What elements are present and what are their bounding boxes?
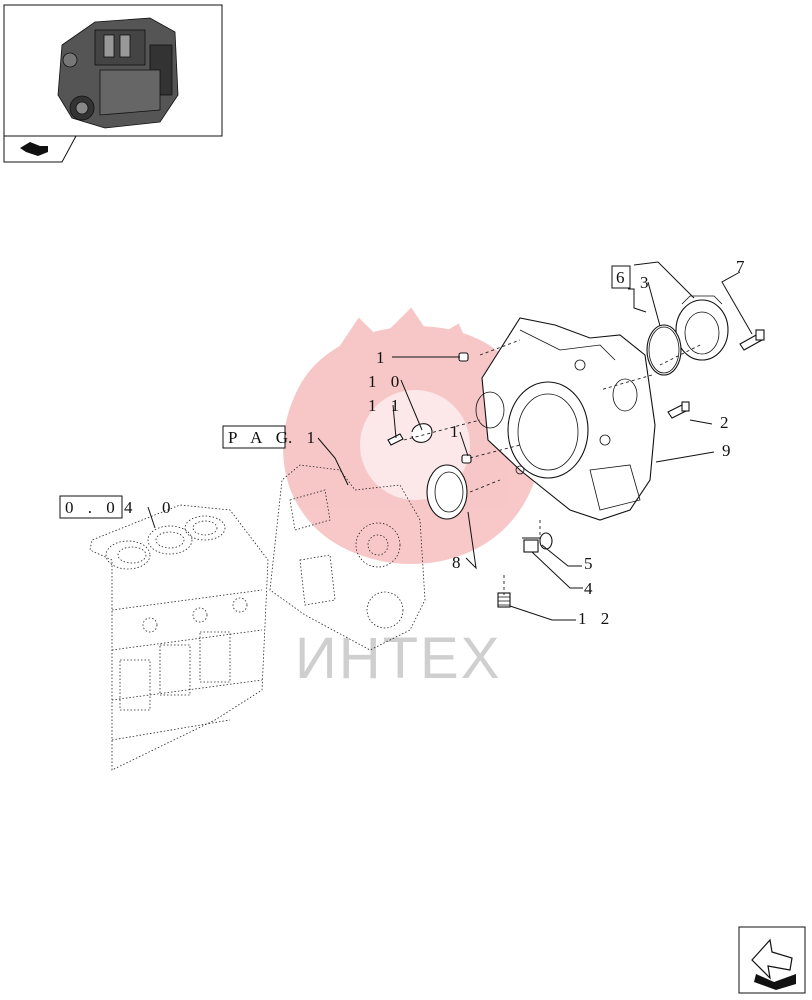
reference-box-00[interactable]: 0 . 0 xyxy=(59,495,123,519)
callout-0: 0 xyxy=(162,498,176,517)
gear-housing-outline xyxy=(269,464,426,651)
reference-box-00-label: 0 . 0 xyxy=(65,498,120,517)
callout-4: 4 xyxy=(584,579,598,598)
callout-3: 3 xyxy=(640,273,654,292)
callout-12: 1 2 xyxy=(578,609,614,628)
callout-9: 9 xyxy=(722,441,736,460)
flywheel-housing-part-9[interactable] xyxy=(475,317,656,521)
dowel-part-1-mid[interactable] xyxy=(461,454,472,464)
watermark-text: ИНТЕХ xyxy=(295,626,501,691)
callout-1-mid: 1 xyxy=(450,422,464,441)
callout-5: 5 xyxy=(584,554,598,573)
engine-thumbnail-icon[interactable] xyxy=(3,4,223,137)
reference-box-6[interactable]: 6 xyxy=(611,265,631,289)
bolt-part-7[interactable] xyxy=(739,329,765,351)
callout-11: 1 1 xyxy=(368,396,404,415)
leader-lines xyxy=(147,261,753,621)
clip-part-10[interactable] xyxy=(411,423,433,443)
o-ring-part-3[interactable] xyxy=(646,324,682,376)
plug-part-4[interactable] xyxy=(522,537,540,553)
reference-00-number: 4 xyxy=(124,498,138,517)
next-page-arrow-icon[interactable] xyxy=(738,926,806,994)
callout-1-top: 1 xyxy=(376,348,390,367)
reference-pag-number: . 1 xyxy=(288,428,320,447)
callout-7: 7 xyxy=(736,257,750,276)
dowel-part-1-top[interactable] xyxy=(458,352,469,362)
thumbnail-tab xyxy=(3,135,77,163)
washer-part-5[interactable] xyxy=(539,532,553,550)
callout-2: 2 xyxy=(720,413,734,432)
crankshaft-seal-part-8[interactable] xyxy=(426,464,468,520)
callout-10: 1 0 xyxy=(368,372,404,391)
reference-box-6-label: 6 xyxy=(616,268,630,287)
bolt-part-2[interactable] xyxy=(667,401,690,419)
reference-box-pag[interactable]: P A G xyxy=(222,425,293,449)
plug-part-12[interactable] xyxy=(497,592,511,608)
assembly-lines xyxy=(403,339,701,595)
seal-carrier-part-6[interactable] xyxy=(675,295,729,361)
callout-8: 8 xyxy=(452,553,466,572)
engine-block-outline xyxy=(89,504,269,771)
reference-box-pag-label: P A G xyxy=(228,428,293,447)
